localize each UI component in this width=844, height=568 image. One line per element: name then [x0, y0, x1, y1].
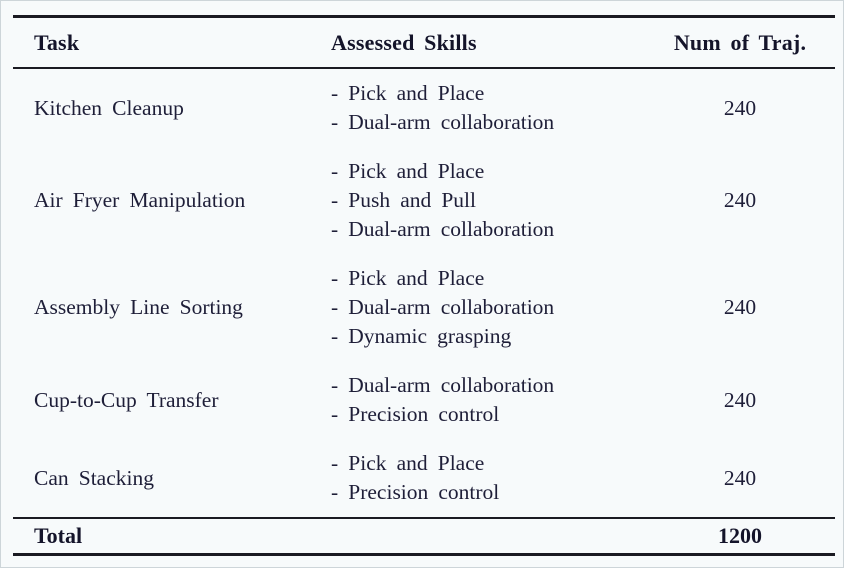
skill-item: - Dual-arm collaboration	[331, 217, 555, 241]
skill-item: - Precision control	[331, 480, 500, 504]
bottom-rule	[13, 553, 835, 556]
skill-item: - Pick and Place	[331, 159, 485, 183]
task-cell: Cup-to-Cup Transfer	[34, 387, 219, 412]
skill-item: - Dual-arm collaboration	[331, 295, 555, 319]
header-rule	[13, 67, 835, 69]
skills-cell: - Pick and Place - Precision control	[331, 449, 645, 507]
skill-item: - Pick and Place	[331, 266, 485, 290]
skill-item: - Dual-arm collaboration	[331, 373, 555, 397]
skill-item: - Pick and Place	[331, 81, 485, 105]
num-traj-cell: 240	[723, 465, 757, 490]
pre-total-rule	[13, 517, 835, 519]
skill-item: - Push and Pull	[331, 188, 476, 212]
table-row: Air Fryer Manipulation- Pick and Place- …	[13, 147, 835, 254]
column-header-assessed-skills: Assessed Skills	[331, 29, 477, 55]
total-value: 1200	[718, 523, 762, 548]
skill-item: - Pick and Place	[331, 451, 485, 475]
skill-item: - Dual-arm collaboration	[331, 110, 555, 134]
column-header-num-of-traj: Num of Traj.	[673, 29, 807, 55]
table-row: Assembly Line Sorting - Pick and Place - D…	[13, 254, 835, 361]
task-cell: Can Stacking	[34, 465, 154, 490]
skills-cell: - Pick and Place - Dual-arm collaboration…	[331, 264, 645, 351]
task-cell: Kitchen Cleanup	[34, 95, 184, 120]
total-row: Total 1200	[13, 519, 835, 553]
total-label: Total	[34, 523, 83, 548]
table-row: Cup-to-Cup Transfer - Dual-arm collaborat…	[13, 361, 835, 439]
top-rule	[13, 15, 835, 18]
num-traj-cell: 240	[723, 188, 757, 212]
table-row: Kitchen Cleanup - Pick and Place - Dual-ar…	[13, 69, 835, 147]
task-cell: Air Fryer Manipulation	[34, 188, 246, 212]
table-header-row: Task Assessed Skills Num of Traj.	[13, 18, 835, 67]
skill-item: - Dynamic grasping	[331, 324, 512, 348]
table-row: Can Stacking - Pick and Place - Precision …	[13, 439, 835, 517]
skills-cell: - Pick and Place - Dual-arm collaboration	[331, 79, 645, 137]
trajectory-table: Task Assessed Skills Num of Traj. Kitche…	[13, 15, 835, 556]
skills-cell: - Pick and Place - Push and Pull - Dual-ar…	[331, 157, 645, 244]
column-header-task: Task	[34, 29, 80, 55]
num-traj-cell: 240	[723, 95, 757, 120]
task-cell: Assembly Line Sorting	[34, 295, 243, 319]
skills-cell: - Dual-arm collaboration - Precision cont…	[331, 371, 645, 429]
table-body: Kitchen Cleanup - Pick and Place - Dual-ar…	[13, 69, 835, 517]
num-traj-cell: 240	[723, 387, 757, 412]
skill-item: - Precision control	[331, 402, 500, 426]
num-traj-cell: 240	[723, 295, 757, 319]
